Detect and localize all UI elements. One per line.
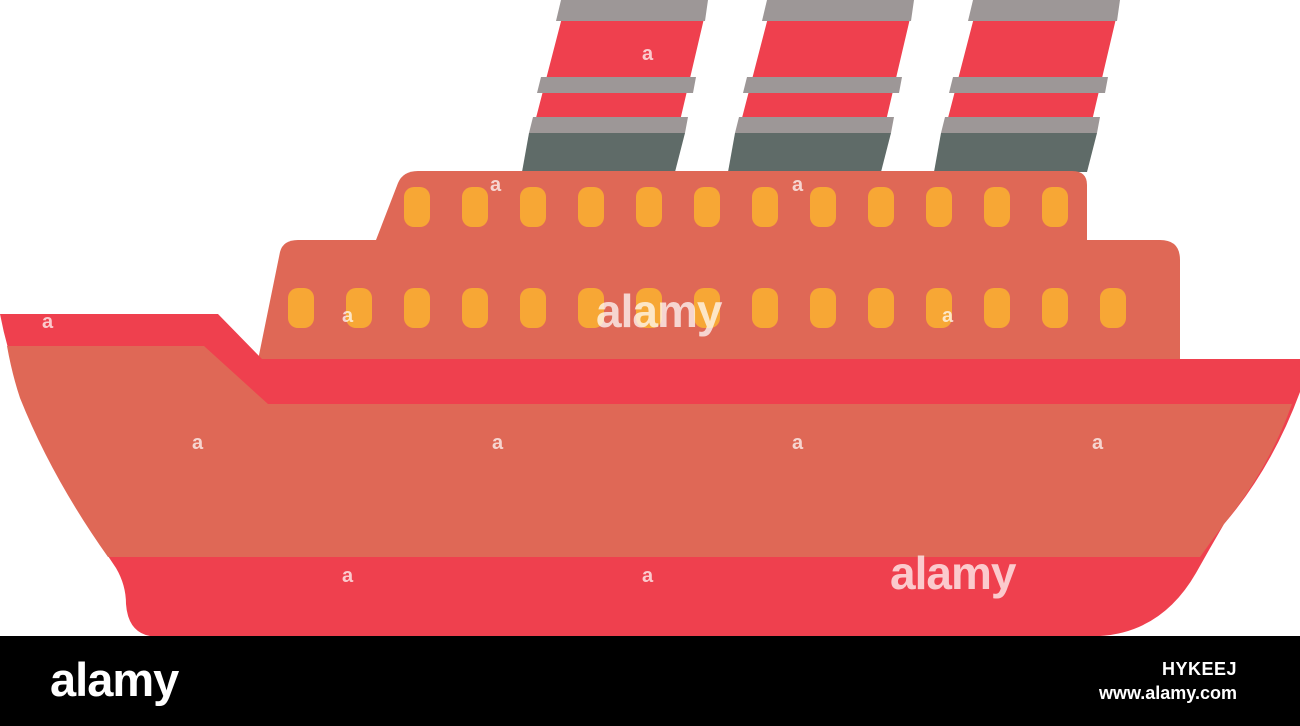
porthole-icon [578,288,604,328]
porthole-icon [694,187,720,227]
porthole-icon [926,187,952,227]
porthole-icon [752,187,778,227]
porthole-icon [404,187,430,227]
porthole-icon [288,288,314,328]
footer-logo: alamy [50,653,179,706]
porthole-icon [462,288,488,328]
hull [0,314,1300,636]
image-id: HYKEEJ [1161,659,1237,679]
ship-illustration [0,0,1300,636]
funnel-icon [934,0,1120,172]
porthole-icon [346,288,372,328]
porthole-icon [984,288,1010,328]
porthole-icon [984,187,1010,227]
porthole-icon [520,288,546,328]
funnel-icon [728,0,914,172]
stock-footer-bar: alamy HYKEEJ www.alamy.com [0,636,1300,726]
porthole-icon [520,187,546,227]
lower-deck-windows [288,288,1126,328]
porthole-icon [636,288,662,328]
porthole-icon [810,187,836,227]
upper-deck-windows [404,187,1068,227]
porthole-icon [868,187,894,227]
funnels [522,0,1120,172]
porthole-icon [694,288,720,328]
porthole-icon [810,288,836,328]
porthole-icon [752,288,778,328]
porthole-icon [1042,187,1068,227]
porthole-icon [1042,288,1068,328]
funnel-icon [522,0,708,172]
footer-url: www.alamy.com [1098,683,1237,703]
porthole-icon [404,288,430,328]
porthole-icon [868,288,894,328]
porthole-icon [926,288,952,328]
ship-icon [0,0,1300,636]
porthole-icon [462,187,488,227]
porthole-icon [578,187,604,227]
porthole-icon [1100,288,1126,328]
porthole-icon [636,187,662,227]
